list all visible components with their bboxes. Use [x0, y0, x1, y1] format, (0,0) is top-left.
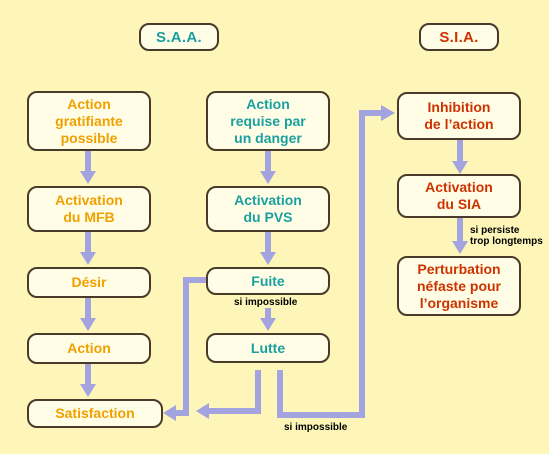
fuite-box: Fuite: [206, 267, 330, 295]
arrow-lutte-to-inhibition: [277, 110, 382, 418]
perturbation-box: Perturbation néfaste pour l’organisme: [397, 256, 521, 316]
si-impossible-note-lutte: si impossible: [284, 422, 348, 433]
desir-box: Désir: [27, 267, 151, 298]
inhibition-box: Inhibition de l’action: [397, 92, 521, 140]
action-requise-box: Action requise par un danger: [206, 91, 330, 151]
arrow-lutte-to-satisfaction: [208, 370, 261, 414]
si-impossible-note-fuite: si impossible: [234, 297, 298, 308]
saa-header: S.A.A.: [139, 23, 219, 51]
action-box: Action: [27, 333, 151, 364]
activation-pvs-box: Activation du PVS: [206, 186, 330, 232]
sia-header: S.I.A.: [419, 23, 499, 51]
activation-mfb-box: Activation du MFB: [27, 186, 151, 232]
action-gratifiante-box: Action gratifiante possible: [27, 91, 151, 151]
lutte-box: Lutte: [206, 333, 330, 363]
activation-sia-box: Activation du SIA: [397, 174, 521, 218]
arrow-fuite-to-satisfaction: [175, 277, 206, 416]
satisfaction-box: Satisfaction: [27, 399, 163, 428]
si-persiste-note: si persiste trop longtemps: [470, 225, 543, 247]
